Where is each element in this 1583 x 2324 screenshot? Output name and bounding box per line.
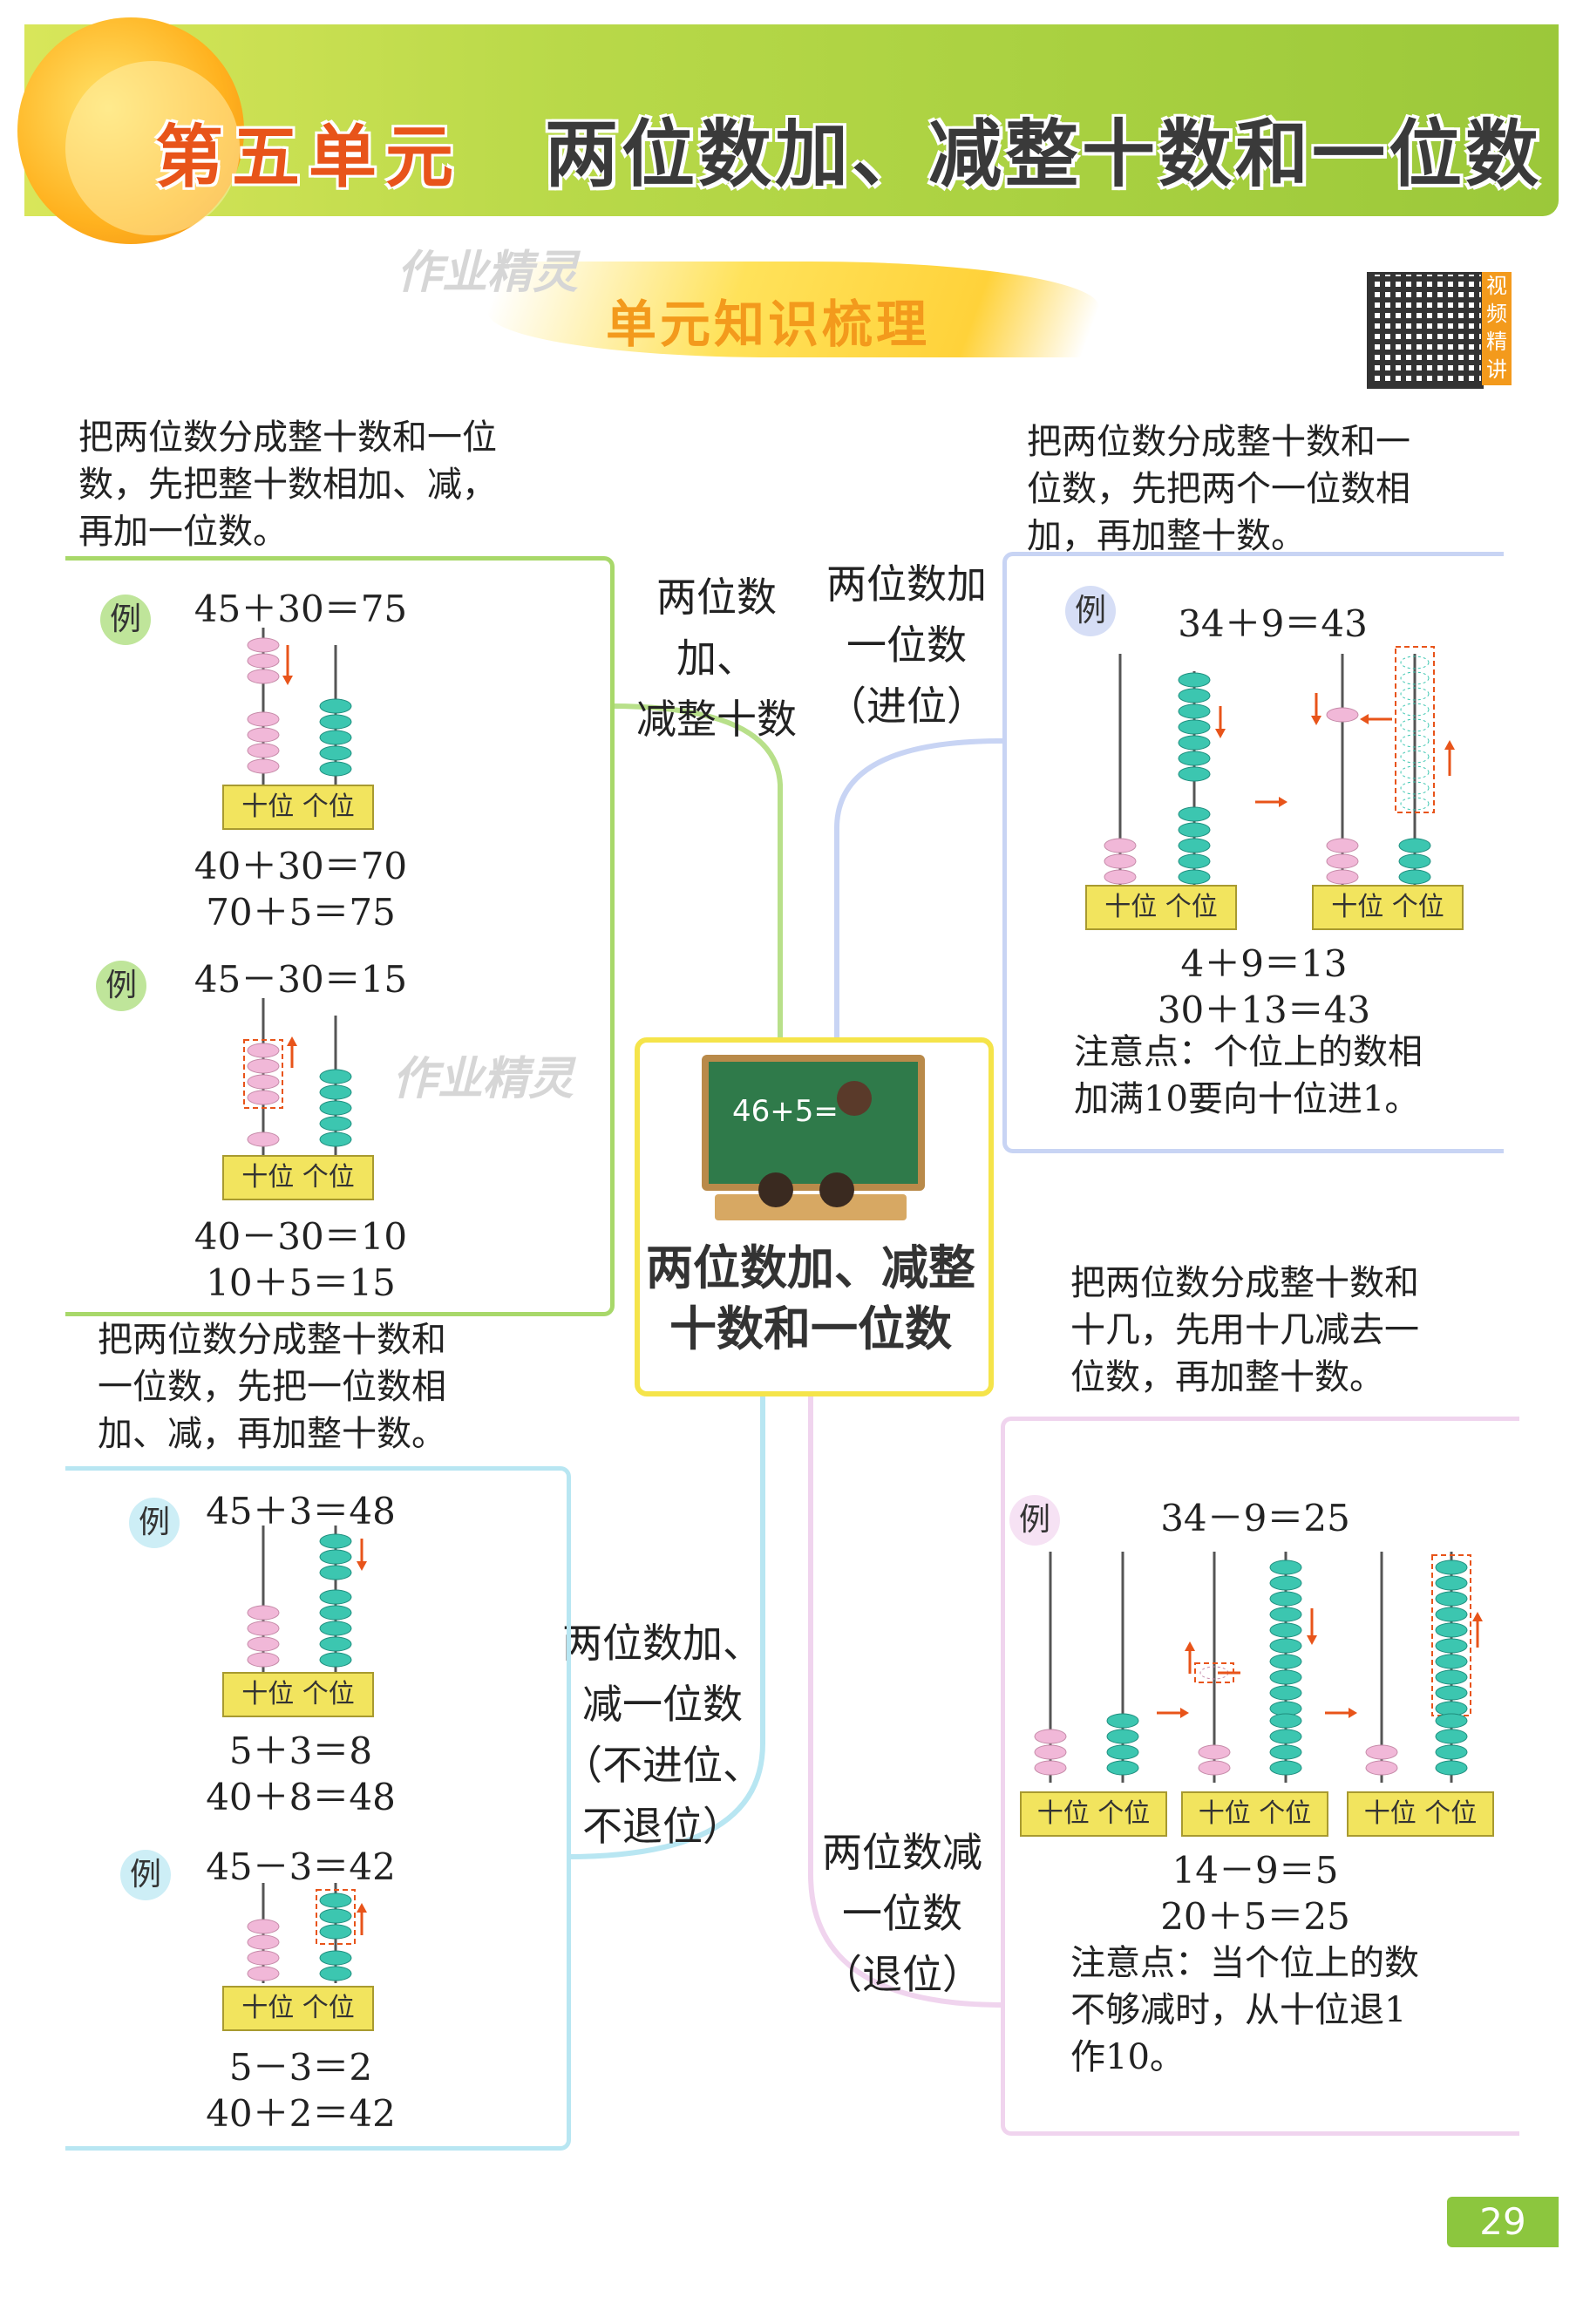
section-title: 单元知识梳理 [606, 295, 931, 354]
page-number: 29 [1447, 2197, 1559, 2247]
watermark-middle: 作业精灵 [392, 1053, 574, 1105]
unit-title: 两位数加、减整十数和一位数 [545, 112, 1543, 197]
bl-ex2-step2: 40＋2＝42 [206, 2092, 396, 2135]
desk-illustration [715, 1194, 907, 1220]
blackboard-text: 46+5= [732, 1094, 839, 1129]
bl-ex1-badge: 例 [129, 1498, 180, 1548]
branch-add-sub-one-digit: 两位数加、减一位数（不进位、不退位） [562, 1620, 763, 1850]
bl-ex1-step1: 5＋3＝8 [228, 1729, 373, 1772]
br-step2: 20＋5＝25 [1160, 1895, 1350, 1938]
br-abacus-triple [1034, 1552, 1483, 1783]
bl-ex1-place-value: 十位 个位 [222, 1672, 374, 1717]
tl-ex1-place-value: 十位 个位 [222, 785, 374, 830]
tl-box [65, 556, 615, 1316]
bl-ex2-step1: 5－3＝2 [228, 2046, 373, 2089]
branch-add-one-digit-carry: 两位数加一位数（进位） [826, 561, 987, 730]
tr-place-value-left: 十位 个位 [1085, 885, 1237, 930]
student-icon [819, 1172, 854, 1207]
br-description: 把两位数分成整十数和十几，先用十几减去一位数，再加整十数。 [1070, 1263, 1419, 1397]
br-step1: 14－9＝5 [1172, 1849, 1339, 1892]
tr-abacus-pair [1104, 646, 1455, 885]
planet-highlight [65, 61, 240, 235]
bl-ex2-badge: 例 [120, 1850, 171, 1900]
tl-ex2-place-value: 十位 个位 [222, 1155, 374, 1200]
bl-ex2-abacus [247, 1883, 367, 1983]
tl-ex2-step2: 10＋5＝15 [206, 1261, 396, 1304]
bl-description: 把两位数分成整十数和一位数，先把一位数相加、减，再加整十数。 [98, 1320, 446, 1454]
bl-ex2-place-value: 十位 个位 [222, 1986, 374, 2031]
br-box [1001, 1417, 1519, 2136]
tl-ex1-equation: 45＋30＝75 [194, 588, 408, 630]
tr-ex-badge: 例 [1065, 586, 1116, 636]
tr-box [1002, 552, 1504, 1153]
tr-ex-equation: 34＋9＝43 [1178, 602, 1368, 645]
tl-ex1-step1: 40＋30＝70 [194, 845, 408, 887]
tl-description: 把两位数分成整十数和一位数，先把整十数相加、减，再加一位数。 [78, 418, 497, 552]
tr-step2: 30＋13＝43 [1157, 989, 1371, 1031]
bl-ex1-equation: 45＋3＝48 [206, 1490, 396, 1532]
qr-side-label: 视频精讲 [1482, 272, 1512, 385]
unit-label: 第五单元 [155, 119, 463, 197]
teacher-icon [837, 1081, 872, 1116]
tl-ex2-step1: 40－30＝10 [194, 1215, 408, 1258]
student-icon [758, 1172, 793, 1207]
center-title: 两位数加、减整十数和一位数 [646, 1240, 975, 1356]
branch-sub-one-digit-borrow: 两位数减一位数（退位） [822, 1829, 982, 1998]
br-place-value-1: 十位 个位 [1020, 1791, 1167, 1837]
br-place-value-2: 十位 个位 [1181, 1791, 1328, 1837]
watermark-top: 作业精灵 [397, 247, 579, 299]
tl-ex1-badge: 例 [100, 595, 151, 645]
tr-note: 注意点：个位上的数相加满10要向十位进1。 [1074, 1032, 1423, 1119]
bl-ex2-equation: 45－3＝42 [206, 1845, 396, 1888]
tl-ex2-equation: 45－30＝15 [194, 958, 408, 1001]
br-ex-equation: 34－9＝25 [1160, 1497, 1350, 1539]
tr-description: 把两位数分成整十数和一位数，先把两个一位数相加，再加整十数。 [1027, 422, 1410, 556]
bl-ex1-abacus [247, 1526, 367, 1674]
tl-ex2-abacus [243, 998, 352, 1155]
tl-ex1-abacus [247, 628, 352, 785]
br-ex-badge: 例 [1009, 1495, 1060, 1546]
bl-box [65, 1466, 571, 2151]
header-band [24, 24, 1559, 216]
qr-code-icon[interactable] [1367, 272, 1484, 389]
bl-ex1-step2: 40＋8＝48 [206, 1776, 396, 1818]
blackboard-illustration [702, 1055, 925, 1191]
tr-place-value-right: 十位 个位 [1312, 885, 1464, 930]
tl-ex1-step2: 70＋5＝75 [206, 891, 396, 934]
tr-step1: 4＋9＝13 [1180, 942, 1348, 985]
br-place-value-3: 十位 个位 [1347, 1791, 1494, 1837]
branch-add-sub-tens: 两位数加、减整十数 [636, 574, 797, 743]
tl-ex2-badge: 例 [96, 961, 146, 1011]
